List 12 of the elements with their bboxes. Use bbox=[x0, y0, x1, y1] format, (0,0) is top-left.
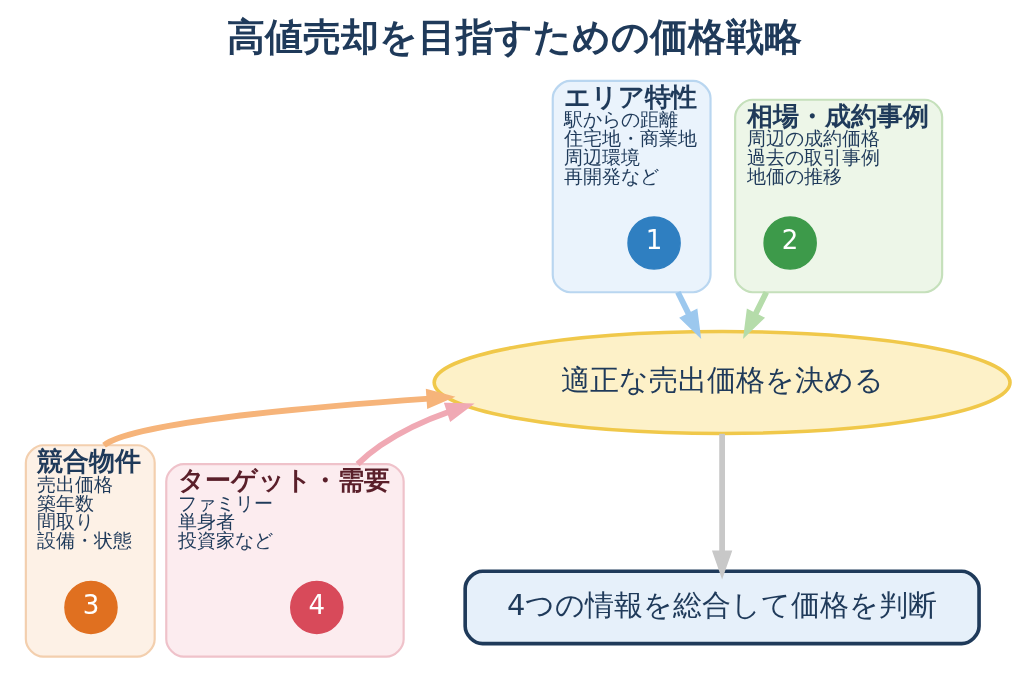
node-circle: 3 bbox=[64, 580, 118, 634]
arrow bbox=[743, 290, 769, 339]
node-box: 4つの情報を総合して価格を判断 bbox=[463, 568, 981, 645]
arrow bbox=[675, 290, 702, 339]
arrow bbox=[711, 433, 733, 580]
node-circle: 1 bbox=[627, 215, 681, 270]
node-ellipse: 適正な売出価格を決める bbox=[432, 329, 1012, 435]
node-circle: 4 bbox=[290, 580, 344, 634]
arrow bbox=[355, 402, 475, 466]
arrow bbox=[102, 388, 456, 448]
node-circle: 2 bbox=[763, 215, 817, 270]
diagram-title: 高値売却を目指すための価格戦略 bbox=[226, 14, 802, 59]
